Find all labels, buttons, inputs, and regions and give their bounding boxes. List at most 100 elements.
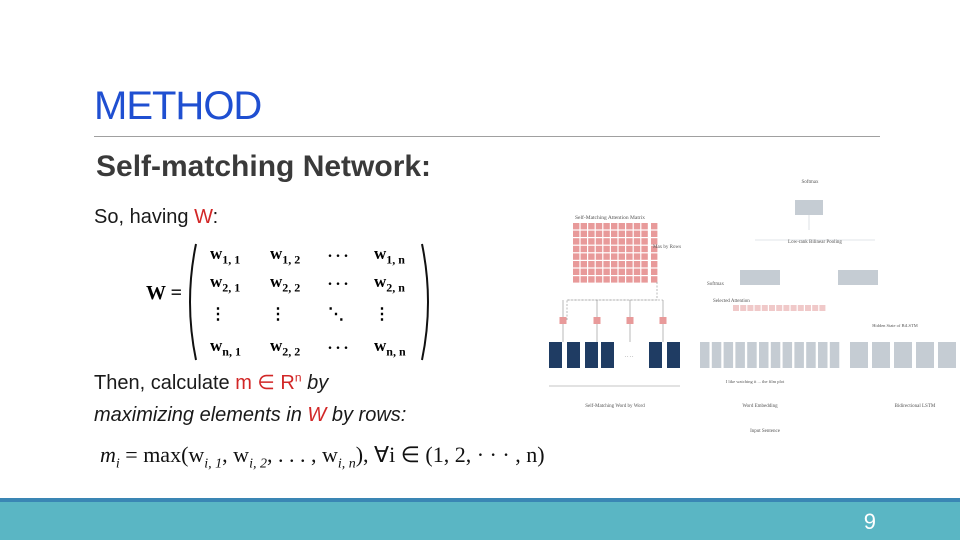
pink-node (626, 317, 634, 324)
attn-cell (611, 276, 618, 283)
faded-pink-cell (812, 305, 819, 311)
attn-cell (595, 238, 603, 245)
attn-cell (573, 261, 580, 268)
attn-cell (633, 276, 641, 283)
gray-token (770, 342, 781, 368)
attn-cell (641, 276, 648, 283)
attn-cell (603, 230, 610, 237)
attn-cell (633, 268, 641, 275)
gray-token (782, 342, 793, 368)
softmax-top-label: Softmax (802, 180, 819, 185)
faded-pink-cell (733, 305, 739, 311)
gray-token (829, 342, 840, 368)
faded-pink-cell (790, 305, 797, 311)
matrix-cell: w1, n (374, 244, 405, 267)
attn-cell (603, 261, 610, 268)
matrix-cell: w2, 2 (270, 336, 301, 359)
word-embedding-label: Word Embedding (742, 404, 778, 409)
navy-block (601, 342, 614, 368)
attn-cell (618, 253, 625, 260)
section-subtitle: Self-matching Network: (96, 150, 432, 183)
attn-cell (595, 261, 603, 268)
pink-node (659, 317, 667, 324)
attn-cell (603, 276, 610, 283)
gray-lstm (894, 342, 912, 368)
then-variable: m ∈ R (235, 372, 295, 394)
attn-cell (641, 261, 648, 268)
matrix-cell: w1, 2 (270, 244, 301, 267)
attn-matrix-label: Self-Matching Attention Matrix (575, 214, 645, 221)
attn-cell (611, 261, 618, 268)
matrix-cell: w1, 1 (210, 244, 241, 267)
attn-cell (618, 238, 625, 245)
matrix-cell: . . . (328, 244, 348, 261)
matrix-cell: ⋮ (270, 306, 286, 323)
attn-cell (611, 268, 618, 275)
matrix-cell: . . . (328, 336, 348, 353)
pink-node (593, 317, 601, 324)
faded-pink-cell (747, 305, 754, 311)
attn-cell (618, 276, 625, 283)
max-cell (651, 238, 658, 245)
faded-pink-cell (805, 305, 811, 311)
matrix-cell: ⋮ (374, 306, 390, 323)
faded-pink-cell (819, 305, 826, 311)
attn-cell (626, 245, 633, 253)
attn-cell (633, 223, 641, 230)
matrix-cell: ⋱ (328, 306, 344, 323)
faded-pink-cell (776, 305, 783, 311)
intro-text: So, having W: (94, 206, 218, 229)
gray-token (711, 342, 722, 368)
attn-cell (603, 223, 610, 230)
formula-sub-1: i, 1 (204, 456, 223, 472)
attn-cell (626, 276, 633, 283)
attn-cell (641, 238, 648, 245)
word-by-word-label: Self-Matching Word by Word (585, 404, 645, 409)
gray-token (818, 342, 828, 368)
attn-cell (595, 223, 603, 230)
matrix-cell: wn, 1 (210, 336, 241, 359)
ellipsis-label: . . . . (625, 354, 634, 359)
max-by-rows-label: Max by Rows (653, 245, 681, 250)
max-cell (651, 276, 658, 283)
rows-prefix: maximizing elements in (94, 404, 308, 426)
max-cell (651, 245, 658, 253)
attn-cell (611, 253, 618, 260)
attn-cell (580, 261, 587, 268)
attn-cell (633, 230, 641, 237)
then-prefix: Then, calculate (94, 372, 236, 394)
left-paren-icon (189, 243, 197, 361)
max-cell (651, 253, 658, 260)
attn-cell (588, 268, 595, 275)
attn-cell (641, 268, 648, 275)
attn-cell (633, 253, 641, 260)
intro-prefix: So, having (94, 206, 195, 228)
faded-pink-cell (797, 305, 804, 311)
attn-cell (580, 238, 587, 245)
faded-pink-cell (769, 305, 775, 311)
title-divider (94, 136, 880, 137)
attn-cell (595, 230, 603, 237)
attn-cell (603, 245, 610, 253)
input-sentence-label: Input Sentence (750, 429, 781, 434)
attn-cell (618, 245, 625, 253)
attn-cell (573, 276, 580, 283)
gray-lstm (938, 342, 956, 368)
max-cell (651, 268, 658, 275)
then-text: Then, calculate m ∈ Rn by (94, 370, 328, 395)
attn-cell (618, 268, 625, 275)
attn-cell (580, 276, 587, 283)
attn-cell (588, 276, 595, 283)
attn-cell (611, 238, 618, 245)
faded-pink-cell (740, 305, 747, 311)
gray-token (806, 342, 816, 368)
gray-lstm (872, 342, 890, 368)
attn-cell (588, 261, 595, 268)
softmax-box (795, 200, 823, 215)
navy-block (667, 342, 680, 368)
gray-lstm (916, 342, 934, 368)
attn-cell (633, 238, 641, 245)
attn-cell (580, 223, 587, 230)
